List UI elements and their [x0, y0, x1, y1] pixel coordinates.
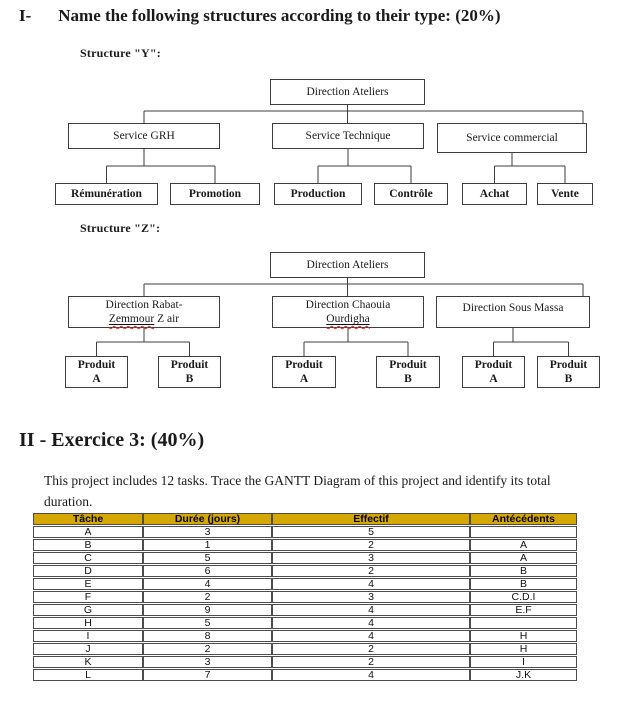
cell-task: G — [33, 604, 143, 616]
task-table: Tâche Durée (jours) Effectif Antécédents… — [33, 512, 577, 682]
cell-duration: 2 — [143, 643, 272, 655]
cell-antecedents: E.F — [470, 604, 577, 616]
section1-numeral: I- — [19, 6, 32, 25]
cell-antecedents: A — [470, 552, 577, 564]
cell-task: F — [33, 591, 143, 603]
cell-antecedents: B — [470, 565, 577, 577]
org-y-leaf-promotion: Promotion — [170, 183, 260, 205]
cell-antecedents: A — [470, 539, 577, 551]
org-z-node-direction-sous-massa: Direction Sous Massa — [436, 296, 590, 328]
cell-effectif: 4 — [272, 669, 470, 681]
cell-duration: 9 — [143, 604, 272, 616]
cell-task: I — [33, 630, 143, 642]
cell-antecedents: H — [470, 630, 577, 642]
org-y-node-service-grh: Service GRH — [68, 123, 220, 149]
cell-task: B — [33, 539, 143, 551]
org-z-root-box: Direction Ateliers — [270, 252, 425, 278]
cell-antecedents: H — [470, 643, 577, 655]
col-header-duree: Durée (jours) — [143, 513, 272, 525]
cell-effectif: 2 — [272, 656, 470, 668]
cell-antecedents — [470, 617, 577, 629]
cell-effectif: 4 — [272, 578, 470, 590]
cell-duration: 8 — [143, 630, 272, 642]
org-z-node-direction-chaouia-ourdigha: Direction Chaouia Ourdigha — [272, 296, 424, 328]
table-header-row: Tâche Durée (jours) Effectif Antécédents — [33, 513, 577, 525]
cell-task: E — [33, 578, 143, 590]
cell-effectif: 2 — [272, 643, 470, 655]
cell-antecedents: C.D.I — [470, 591, 577, 603]
cell-duration: 3 — [143, 656, 272, 668]
org-y-leaf-vente: Vente — [537, 183, 593, 205]
cell-task: C — [33, 552, 143, 564]
spellcheck-underline: Zemmour — [108, 313, 155, 325]
cell-duration: 5 — [143, 552, 272, 564]
col-header-tache: Tâche — [33, 513, 143, 525]
cell-antecedents: I — [470, 656, 577, 668]
cell-effectif: 3 — [272, 591, 470, 603]
cell-task: H — [33, 617, 143, 629]
cell-task: J — [33, 643, 143, 655]
cell-task: D — [33, 565, 143, 577]
structure-z-label: Structure "Z": — [80, 221, 161, 235]
org-y-root-box: Direction Ateliers — [270, 79, 425, 105]
cell-effectif: 5 — [272, 526, 470, 538]
org-y-leaf-remuneration: Rémunération — [55, 183, 158, 205]
cell-duration: 5 — [143, 617, 272, 629]
cell-effectif: 4 — [272, 630, 470, 642]
cell-effectif: 4 — [272, 617, 470, 629]
col-header-antecedents: Antécédents — [470, 513, 577, 525]
org-y-node-service-commercial: Service commercial — [437, 123, 587, 153]
cell-task: A — [33, 526, 143, 538]
col-header-effectif: Effectif — [272, 513, 470, 525]
cell-effectif: 4 — [272, 604, 470, 616]
section1-title: Name the following structures according … — [58, 6, 501, 25]
org-y-leaf-controle: Contrôle — [374, 183, 448, 205]
cell-duration: 6 — [143, 565, 272, 577]
cell-effectif: 2 — [272, 539, 470, 551]
cell-duration: 1 — [143, 539, 272, 551]
structure-y-label: Structure "Y": — [80, 46, 161, 60]
cell-duration: 2 — [143, 591, 272, 603]
section1-heading: I- Name the following structures accordin… — [19, 6, 501, 26]
section2-paragraph: This project includes 12 tasks. Trace th… — [44, 473, 551, 509]
org-z-chaouia-line1: Direction Chaouia — [305, 298, 391, 311]
cell-effectif: 2 — [272, 565, 470, 577]
org-z-rabat-line1: Direction Rabat- — [105, 298, 183, 311]
org-z-node-direction-rabat-zemmour: Direction Rabat- Zemmour Z air — [68, 296, 220, 328]
cell-duration: 7 — [143, 669, 272, 681]
cell-duration: 3 — [143, 526, 272, 538]
cell-antecedents — [470, 526, 577, 538]
org-y-leaf-production: Production — [274, 183, 362, 205]
org-y-leaf-achat: Achat — [462, 183, 527, 205]
cell-duration: 4 — [143, 578, 272, 590]
org-y-node-service-technique: Service Technique — [272, 123, 424, 149]
cell-effectif: 3 — [272, 552, 470, 564]
spellcheck-underline: Ourdigha — [326, 313, 370, 325]
cell-task: L — [33, 669, 143, 681]
cell-antecedents: J.K — [470, 669, 577, 681]
cell-task: K — [33, 656, 143, 668]
cell-antecedents: B — [470, 578, 577, 590]
section2-heading: II - Exercice 3: (40%) — [19, 429, 205, 451]
